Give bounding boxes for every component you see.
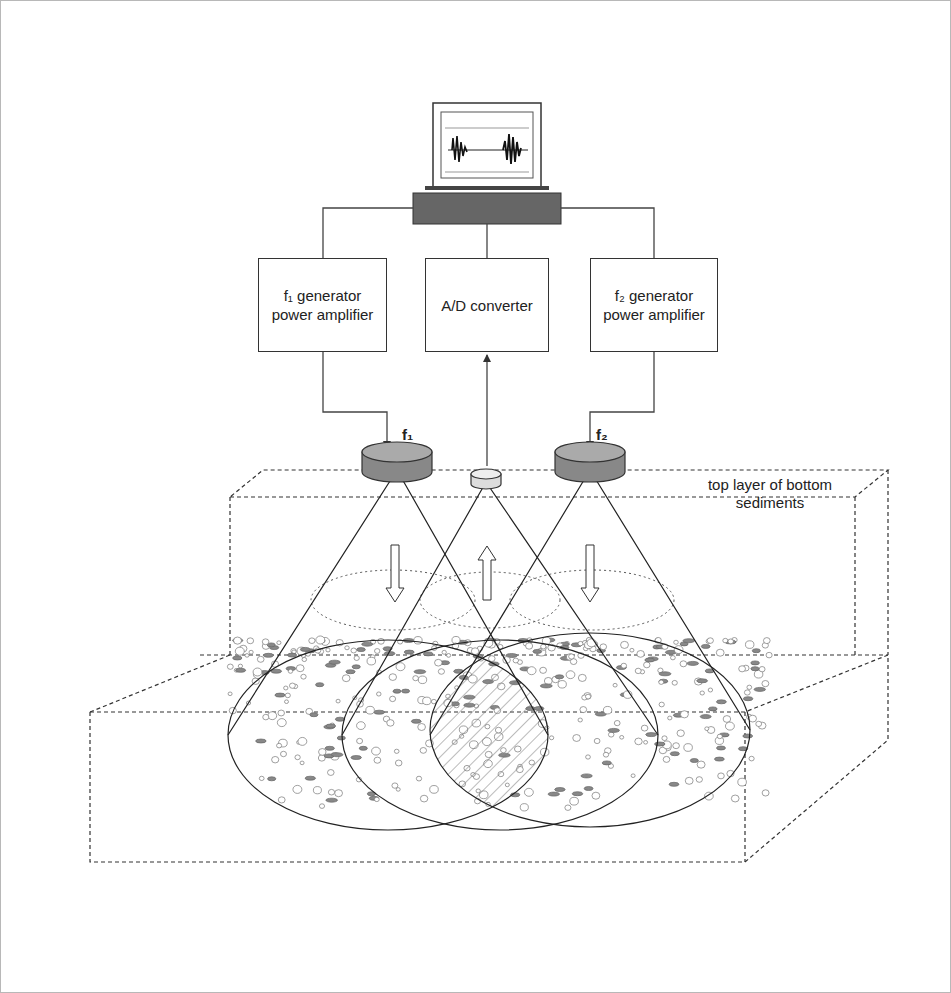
hatched-volume (430, 633, 750, 827)
box-label: f₂ generator power amplifier (599, 286, 709, 324)
device-box: f₁ generator power amplifier (258, 258, 387, 352)
frequency-label: f₂ (596, 426, 626, 444)
box-label: f₁ generator power amplifier (267, 286, 378, 324)
sediment-layers (90, 470, 888, 862)
device-box: f₂ generator power amplifier (590, 258, 718, 352)
layer-label: top layer of bottom sediments (690, 476, 850, 512)
beam-sections (311, 570, 674, 630)
frequency-label: f₁ (402, 426, 432, 444)
computer (413, 103, 561, 224)
device-box: A/D converter (425, 258, 549, 352)
wave-arrows (386, 545, 599, 602)
beam-cones (228, 470, 750, 830)
transducers (362, 442, 625, 489)
box-label: A/D converter (441, 296, 533, 315)
